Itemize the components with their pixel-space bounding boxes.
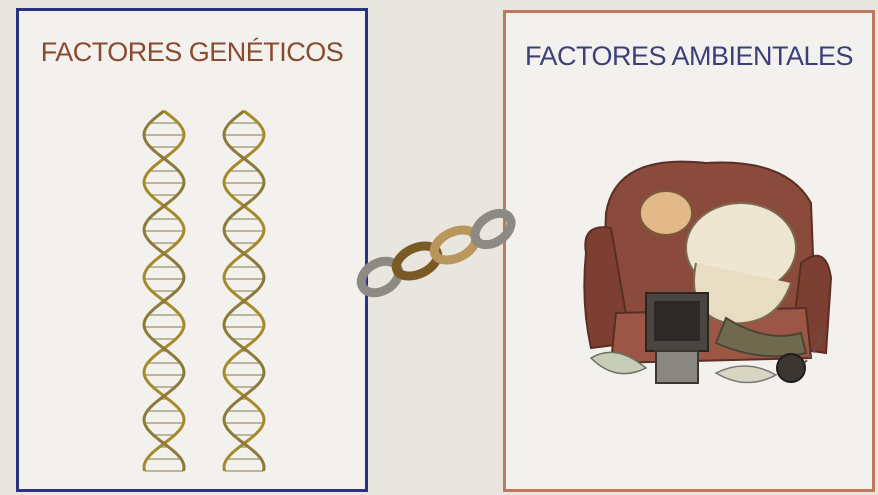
chain-link-icon (355, 195, 525, 315)
dna-double-helix-icon (114, 101, 304, 481)
environmental-factors-title: FACTORES AMBIENTALES (506, 41, 872, 72)
genetic-factors-title: FACTORES GENÉTICOS (19, 37, 365, 68)
genetic-factors-panel: FACTORES GENÉTICOS (16, 8, 368, 492)
environmental-factors-panel: FACTORES AMBIENTALES (503, 10, 875, 492)
couch-potato-tv-icon (576, 143, 836, 423)
